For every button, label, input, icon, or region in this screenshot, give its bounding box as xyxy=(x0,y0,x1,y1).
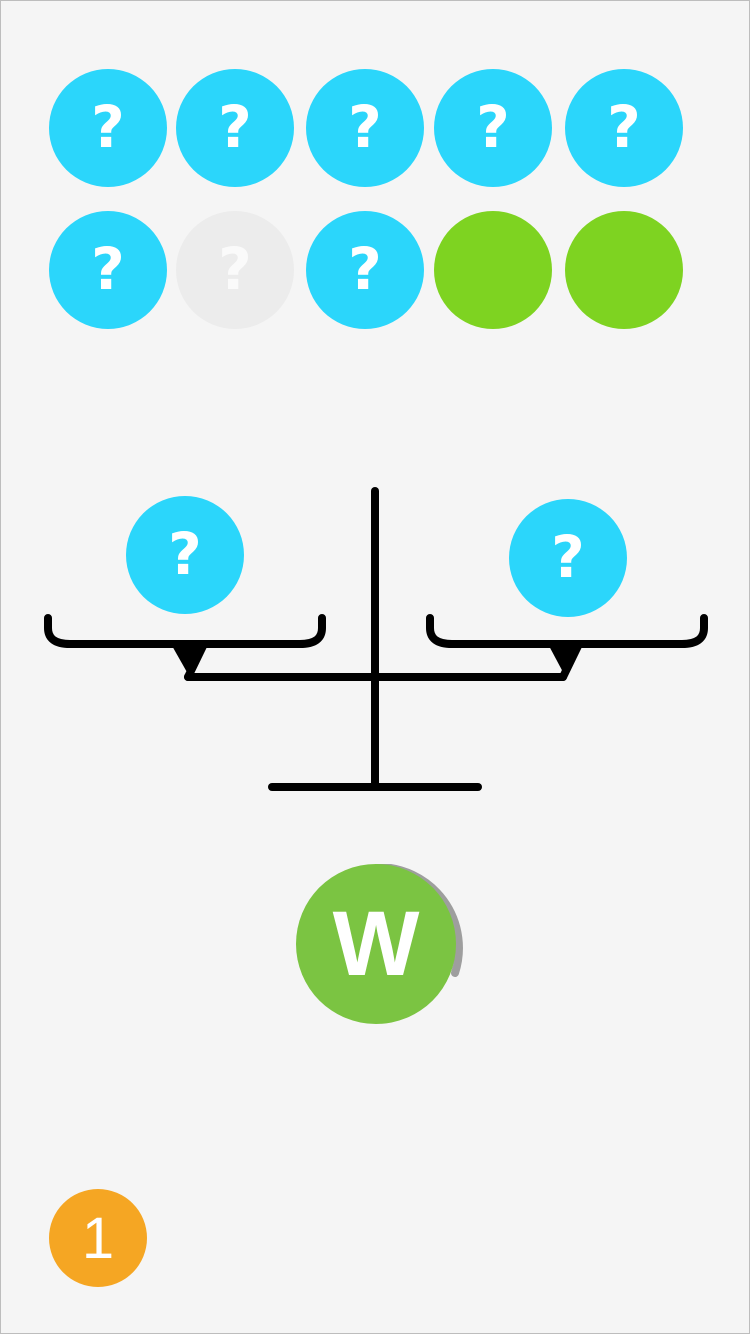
ball-5[interactable]: ? xyxy=(565,69,683,187)
weigh-button-face[interactable]: W xyxy=(296,864,456,1024)
balance-scale xyxy=(44,487,708,791)
ball-1[interactable]: ? xyxy=(49,69,167,187)
ball-label: ? xyxy=(218,93,252,161)
ball-label: ? xyxy=(91,235,125,303)
right-pan-ball[interactable]: ? xyxy=(509,499,627,617)
ball-label: ? xyxy=(607,93,641,161)
ball-10-verified[interactable] xyxy=(565,211,683,329)
ball-8[interactable]: ? xyxy=(306,211,424,329)
counter-value: 1 xyxy=(81,1205,115,1271)
ball-label: ? xyxy=(91,93,125,161)
weigh-button[interactable]: W xyxy=(296,864,463,1024)
ball-6[interactable]: ? xyxy=(49,211,167,329)
ball-7-used: ? xyxy=(176,211,294,329)
ball-label: ? xyxy=(218,235,252,303)
right-pivot xyxy=(548,644,580,674)
ball-label: ? xyxy=(348,235,382,303)
ball-label: ? xyxy=(476,93,510,161)
left-pan-ball[interactable]: ? xyxy=(126,496,244,614)
ball-label: ? xyxy=(551,523,585,591)
ball-3[interactable]: ? xyxy=(306,69,424,187)
ball-label: ? xyxy=(348,93,382,161)
weigh-button-label: W xyxy=(332,892,420,995)
ball-label: ? xyxy=(168,520,202,588)
left-pan[interactable] xyxy=(44,614,326,648)
right-pan[interactable] xyxy=(426,614,708,648)
weighings-counter: 1 xyxy=(49,1189,147,1287)
ball-9-verified[interactable] xyxy=(434,211,552,329)
ball-2[interactable]: ? xyxy=(176,69,294,187)
ball-4[interactable]: ? xyxy=(434,69,552,187)
left-pivot xyxy=(171,644,205,674)
